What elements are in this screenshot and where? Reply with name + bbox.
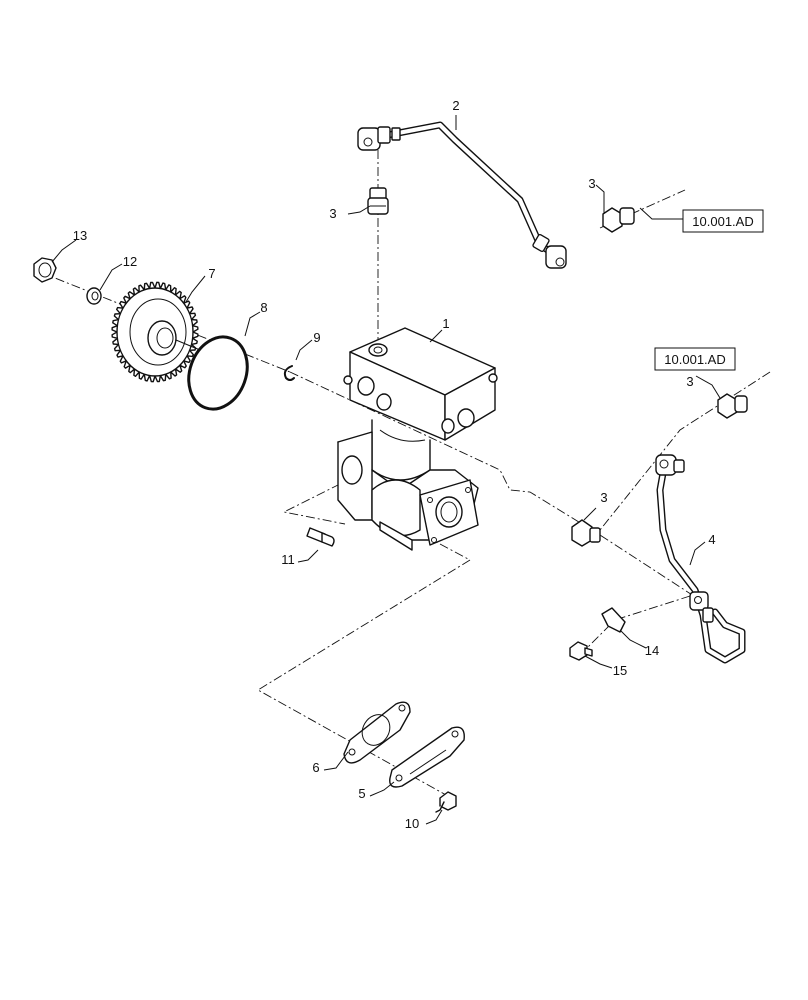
part-10-bolt (435, 791, 457, 813)
part-14-clip (601, 607, 626, 633)
part-8-o-ring (187, 335, 249, 411)
part-11-bolt (306, 527, 335, 547)
part-3-fitting-right-top (602, 207, 635, 233)
reference-box-mid[interactable]: 10.001.AD (654, 347, 736, 371)
part-3-fitting-upper (367, 187, 389, 215)
part-2-upper-tube (357, 121, 567, 269)
part-6-gasket (343, 701, 411, 764)
callout-9: 9 (313, 330, 320, 345)
leader-lines (51, 115, 721, 825)
part-9-clip (283, 365, 295, 381)
part-15-bolt (569, 641, 593, 661)
reference-box-top[interactable]: 10.001.AD (682, 209, 764, 233)
callout-5: 5 (358, 786, 365, 801)
callout-12: 12 (123, 254, 137, 269)
callout-8: 8 (260, 300, 267, 315)
reference-link-top[interactable]: 10.001.AD (692, 214, 753, 229)
callout-3-upper: 3 (329, 206, 336, 221)
part-4-lower-tube (655, 454, 746, 664)
callout-3-right-mid: 3 (686, 374, 693, 389)
callout-7: 7 (208, 266, 215, 281)
callout-2: 2 (452, 98, 459, 113)
callout-1: 1 (442, 316, 449, 331)
callout-14: 14 (645, 643, 659, 658)
part-3-fitting-lower (571, 519, 601, 547)
callout-15: 15 (613, 663, 627, 678)
part-5-cover-plate (389, 726, 465, 788)
callout-3-lower: 3 (600, 490, 607, 505)
callout-3-right-top: 3 (588, 176, 595, 191)
callout-10: 10 (405, 816, 419, 831)
callout-6: 6 (312, 760, 319, 775)
part-13-hex-nut (33, 257, 57, 283)
part-3-fitting-right-mid (717, 393, 748, 419)
part-12-washer (86, 287, 102, 305)
callout-13: 13 (73, 228, 87, 243)
callout-labels: 2 3 3 3 3 1 13 12 7 8 9 4 11 14 15 6 5 1… (73, 98, 716, 831)
reference-link-mid[interactable]: 10.001.AD (664, 352, 725, 367)
part-7-gear (111, 281, 201, 383)
callout-11: 11 (281, 552, 295, 567)
part-1-compressor (337, 327, 498, 551)
callout-4: 4 (708, 532, 715, 547)
